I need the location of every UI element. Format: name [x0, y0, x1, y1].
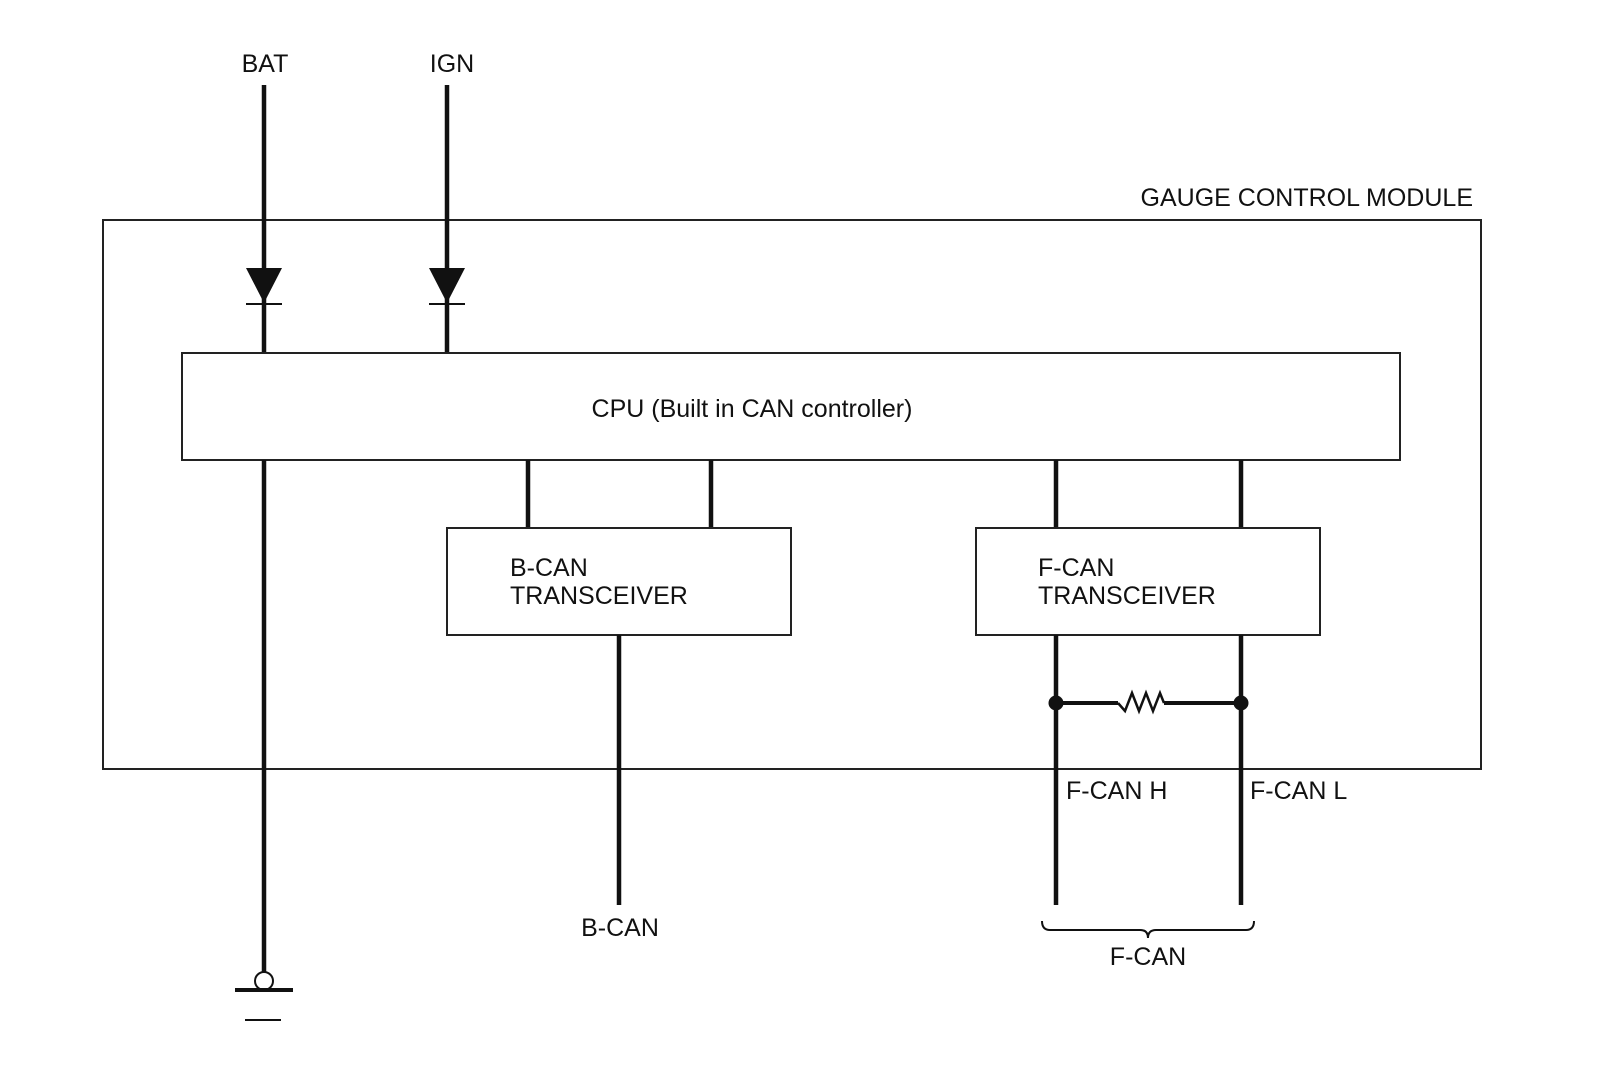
cpu-block [181, 352, 1401, 461]
b-can-transceiver-line1: B-CAN [510, 554, 588, 582]
f-can-h-label: F-CAN H [1066, 777, 1167, 805]
termination-resistor-icon [1048, 689, 1249, 715]
ground-icon [235, 971, 293, 1021]
f-can-transceiver-line1: F-CAN [1038, 554, 1114, 582]
bat-diode-icon [246, 268, 282, 305]
f-can-brace-icon [1041, 920, 1255, 939]
module-boundary [102, 219, 1482, 770]
ign-label: IGN [430, 50, 474, 78]
b-can-transceiver-line2: TRANSCEIVER [510, 582, 688, 610]
f-can-transceiver-block [975, 527, 1321, 636]
f-can-l-label: F-CAN L [1250, 777, 1347, 805]
f-can-group-label: F-CAN [1110, 943, 1186, 971]
bat-label: BAT [242, 50, 289, 78]
f-can-transceiver-line2: TRANSCEIVER [1038, 582, 1216, 610]
ign-diode-icon [429, 268, 465, 305]
junction-dot-l [1233, 695, 1249, 711]
junction-dot-h [1048, 695, 1064, 711]
cpu-label: CPU (Built in CAN controller) [592, 395, 913, 423]
module-title: GAUGE CONTROL MODULE [1141, 184, 1473, 212]
b-can-label: B-CAN [581, 914, 659, 942]
